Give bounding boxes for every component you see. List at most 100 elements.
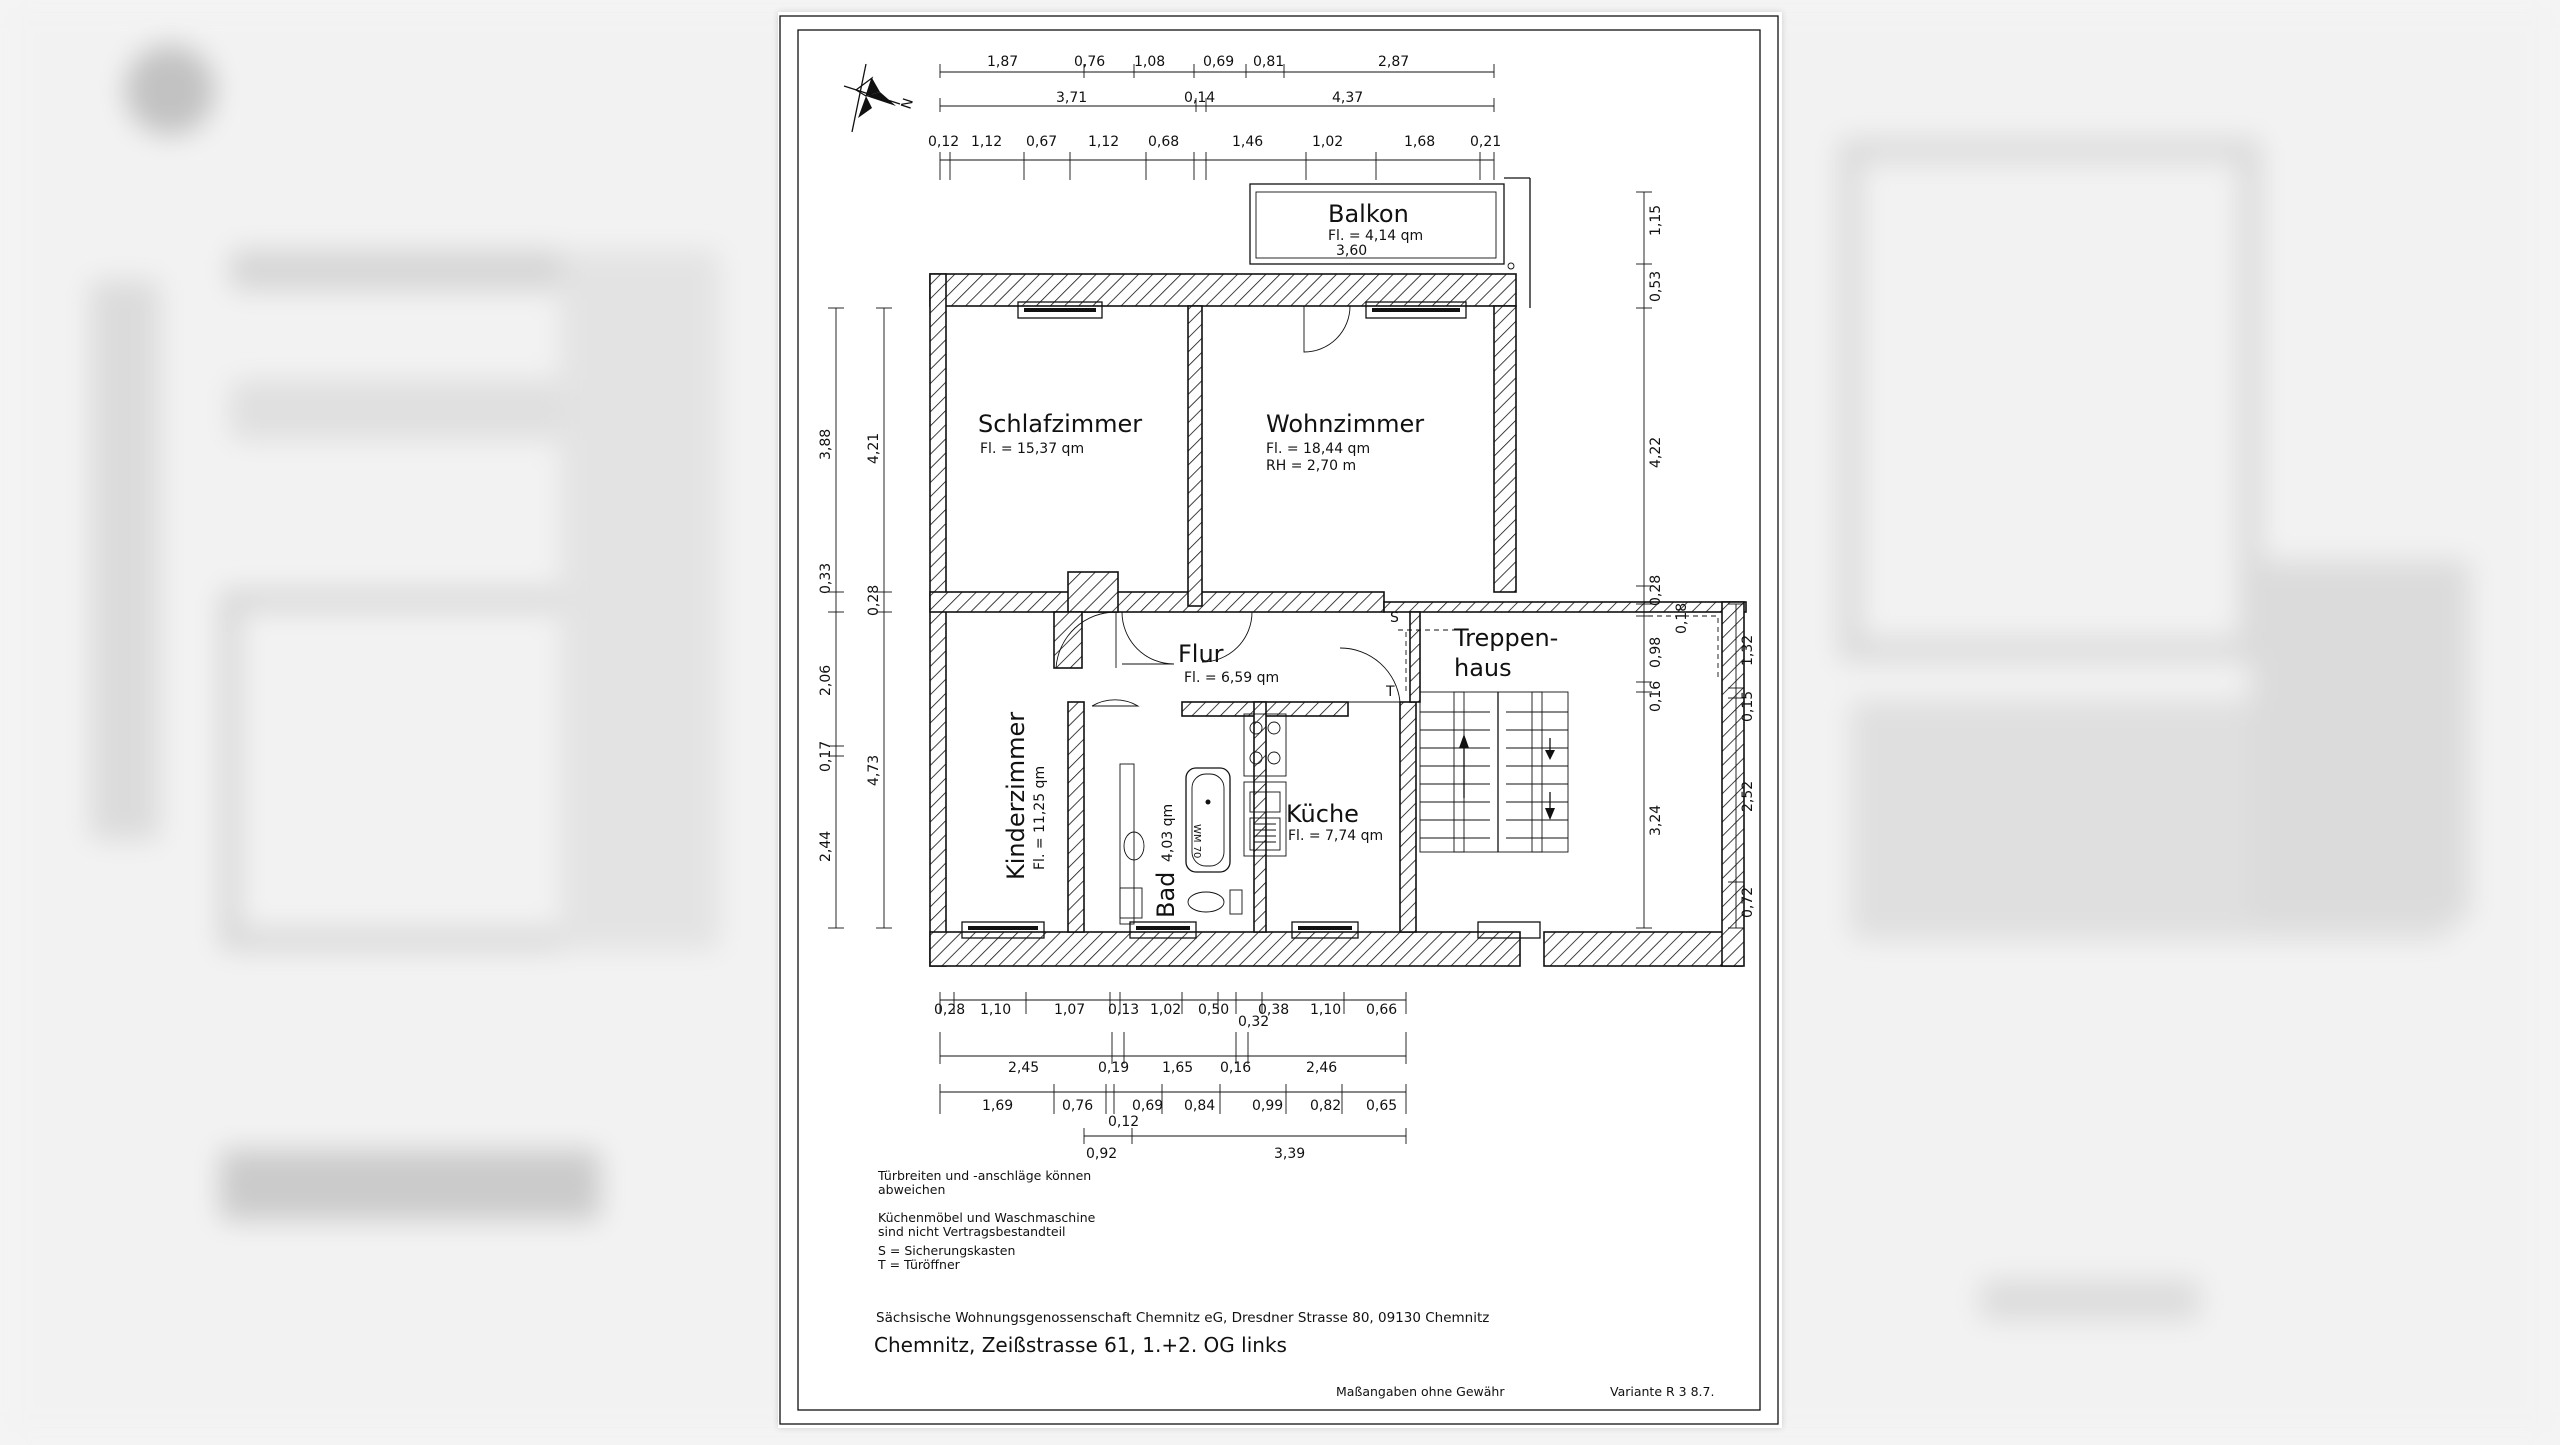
schlafzimmer-name: Schlafzimmer (978, 410, 1142, 438)
compass-icon: N (843, 63, 917, 133)
address-line: Chemnitz, Zeißstrasse 61, 1.+2. OG links (874, 1333, 1287, 1357)
marker-s: S (1390, 610, 1399, 626)
balkon-name: Balkon (1328, 200, 1409, 228)
dim-left-6: 4,21 (866, 433, 882, 464)
kinderzimmer-name: Kinderzimmer (1002, 712, 1030, 880)
dim-left-2: 0,33 (818, 563, 834, 594)
bad-area: 4,03 qm (1160, 804, 1176, 862)
outer-frame (779, 15, 1779, 1425)
dim-bottom-16: 1,69 (982, 1098, 1013, 1114)
room-labels: Schlafzimmer Fl. = 15,37 qm Wohnzimmer F… (978, 410, 1558, 918)
bad-name: Bad (1152, 872, 1180, 918)
dim-bottom-24: 0,92 (1086, 1146, 1117, 1162)
dim-bottom-17: 0,76 (1062, 1098, 1093, 1114)
dim-right-1: 1,15 (1648, 205, 1664, 236)
dim-top-3: 1,08 (1134, 54, 1165, 70)
kitchen-fixtures (1243, 713, 1287, 857)
dim-top-13: 1,12 (1088, 134, 1119, 150)
dim-right-11: 2,52 (1740, 781, 1756, 812)
variant: Variante R 3 8.7. (1610, 1384, 1714, 1399)
treppenhaus-name-2: haus (1454, 654, 1512, 682)
kueche-area: Fl. = 7,74 qm (1288, 828, 1383, 844)
dim-left-3: 2,06 (818, 665, 834, 696)
kinderzimmer-area: Fl. = 11,25 qm (1032, 766, 1048, 870)
dim-top-5: 0,81 (1253, 54, 1284, 70)
dim-top-7: 3,71 (1056, 90, 1087, 106)
note-6: T = Türöffner (877, 1257, 961, 1272)
dim-right-7: 0,16 (1648, 681, 1664, 712)
dim-right-3: 4,22 (1648, 437, 1664, 468)
dim-left-4: 0,17 (818, 741, 834, 772)
notes: Türbreiten und -anschläge können abweich… (877, 1168, 1096, 1272)
dim-top-14: 0,68 (1148, 134, 1179, 150)
dim-bottom-14: 0,16 (1220, 1060, 1251, 1076)
left-dimensions: 3,88 0,33 2,06 0,17 2,44 4,21 0,28 4,73 (818, 307, 892, 929)
dim-bottom-6: 0,50 (1198, 1002, 1229, 1018)
dim-top-10: 0,12 (928, 134, 959, 150)
dim-left-7: 0,28 (866, 585, 882, 616)
dim-top-9: 4,37 (1332, 90, 1363, 106)
note-1: Türbreiten und -anschläge können (877, 1168, 1091, 1183)
dim-bottom-11: 2,45 (1008, 1060, 1039, 1076)
dim-bottom-15: 2,46 (1306, 1060, 1337, 1076)
wohnzimmer-name: Wohnzimmer (1266, 410, 1424, 438)
wm-label: WM 70 (1191, 824, 1202, 858)
footer: Sächsische Wohnungsgenossenschaft Chemni… (874, 1310, 1714, 1399)
note-5: S = Sicherungskasten (878, 1243, 1015, 1258)
dim-bottom-25: 3,39 (1274, 1146, 1305, 1162)
walls (929, 273, 1747, 967)
dim-bottom-21: 0,82 (1310, 1098, 1341, 1114)
dim-right-5: 0,18 (1674, 603, 1690, 634)
dim-bottom-1: 0,28 (934, 1002, 965, 1018)
treppenhaus-name-1: Treppen- (1453, 624, 1558, 652)
dim-top-8: 0,14 (1184, 90, 1215, 106)
dim-left-8: 4,73 (866, 755, 882, 786)
dim-top-16: 1,02 (1312, 134, 1343, 150)
inner-frame (797, 29, 1761, 1411)
floor-plan-sheet: N 1,87 0,76 1,08 0,69 0,81 2,87 3,71 0,1… (778, 12, 1782, 1428)
company-line: Sächsische Wohnungsgenossenschaft Chemni… (876, 1310, 1489, 1326)
balkon-area-text: Fl. = 4,14 qm (1328, 228, 1423, 244)
dim-left-5: 2,44 (818, 831, 834, 862)
dim-bottom-10: 0,32 (1238, 1014, 1269, 1030)
doors (1055, 305, 1719, 707)
dim-bottom-20: 0,99 (1252, 1098, 1283, 1114)
dim-left-1: 3,88 (818, 429, 834, 460)
dim-bottom-18: 0,69 (1132, 1098, 1163, 1114)
dim-bottom-5: 1,02 (1150, 1002, 1181, 1018)
top-dimensions: 1,87 0,76 1,08 0,69 0,81 2,87 3,71 0,14 … (928, 54, 1501, 180)
bottom-dimensions: 0,28 1,10 1,07 0,13 1,02 0,50 0,38 1,10 … (934, 992, 1407, 1162)
dim-bottom-19: 0,84 (1184, 1098, 1215, 1114)
kueche-name: Küche (1286, 800, 1359, 828)
note-4: sind nicht Vertragsbestandteil (878, 1224, 1066, 1239)
marker-t: T (1385, 684, 1395, 700)
dim-bottom-23: 0,12 (1108, 1114, 1139, 1130)
flur-area: Fl. = 6,59 qm (1184, 670, 1279, 686)
dim-bottom-13: 1,65 (1162, 1060, 1193, 1076)
balkon-area: Balkon Fl. = 4,14 qm 3,60 (1249, 177, 1531, 308)
dim-bottom-12: 0,19 (1098, 1060, 1129, 1076)
dim-bottom-22: 0,65 (1366, 1098, 1397, 1114)
dim-bottom-2: 1,10 (980, 1002, 1011, 1018)
dim-right-8: 3,24 (1648, 805, 1664, 836)
dim-top-17: 1,68 (1404, 134, 1435, 150)
floor-plan-drawing: N 1,87 0,76 1,08 0,69 0,81 2,87 3,71 0,1… (779, 15, 1779, 1425)
schlafzimmer-area: Fl. = 15,37 qm (980, 441, 1084, 457)
dim-bottom-8: 1,10 (1310, 1002, 1341, 1018)
flur-name: Flur (1178, 640, 1224, 668)
dim-top-11: 1,12 (971, 134, 1002, 150)
dim-right-10: 0,15 (1740, 691, 1756, 722)
dim-right-12: 0,72 (1740, 887, 1756, 918)
dim-top-15: 1,46 (1232, 134, 1263, 150)
note-3: Küchenmöbel und Waschmaschine (878, 1210, 1096, 1225)
dim-bottom-3: 1,07 (1054, 1002, 1085, 1018)
bathroom-fixtures: WM 70 (1119, 763, 1243, 925)
dim-bottom-4: 0,13 (1108, 1002, 1139, 1018)
dim-top-2: 0,76 (1074, 54, 1105, 70)
right-dimensions: 1,15 0,53 4,22 0,28 0,18 0,98 0,16 3,24 … (1636, 191, 1756, 929)
dim-right-4: 0,28 (1648, 575, 1664, 606)
dim-top-18: 0,21 (1470, 134, 1501, 150)
dim-right-9: 1,32 (1740, 635, 1756, 666)
staircase (1419, 691, 1569, 853)
disclaimer: Maßangaben ohne Gewähr (1336, 1384, 1505, 1399)
